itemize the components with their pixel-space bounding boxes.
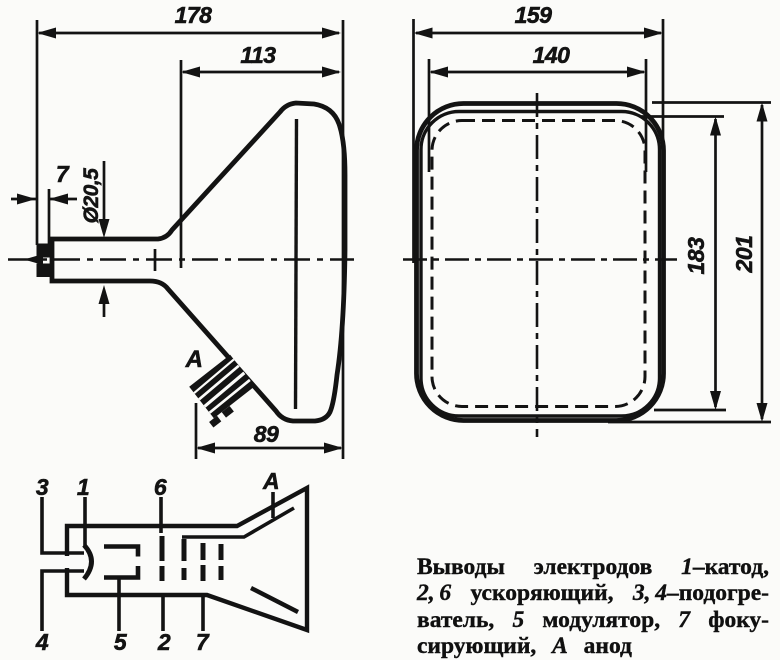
- svg-text:159: 159: [515, 2, 553, 28]
- svg-text:Ø20,5: Ø20,5: [80, 168, 103, 224]
- svg-text:89: 89: [254, 421, 279, 447]
- svg-text:6: 6: [154, 474, 167, 500]
- svg-text:201: 201: [731, 236, 757, 274]
- svg-text:183: 183: [683, 237, 709, 275]
- svg-text:5: 5: [114, 629, 128, 655]
- svg-text:7: 7: [56, 161, 70, 187]
- svg-text:2: 2: [157, 629, 171, 655]
- svg-text:A: A: [185, 346, 203, 373]
- svg-text:3: 3: [36, 474, 49, 500]
- svg-text:140: 140: [533, 42, 571, 68]
- svg-text:4: 4: [35, 629, 49, 655]
- svg-text:A: A: [262, 468, 279, 494]
- svg-text:1: 1: [77, 474, 89, 500]
- svg-text:113: 113: [240, 42, 276, 68]
- svg-text:7: 7: [196, 629, 210, 655]
- svg-text:178: 178: [175, 2, 213, 28]
